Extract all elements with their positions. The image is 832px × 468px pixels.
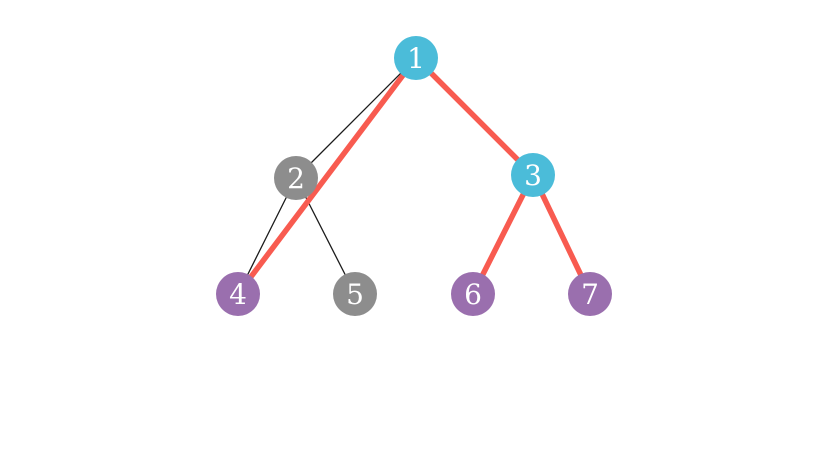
node-circle-7: [568, 272, 612, 316]
node-1: 1: [394, 36, 438, 80]
edge-1-4-highlight: [235, 55, 419, 297]
node-label-7: 7: [581, 278, 599, 311]
edge-3-6-highlight: [470, 172, 536, 297]
node-circle-5: [333, 272, 377, 316]
node-circle-1: [394, 36, 438, 80]
node-6: 6: [451, 272, 495, 316]
edge-1-2: [295, 57, 417, 179]
node-circle-2: [274, 156, 318, 200]
edge-1-3-highlight: [413, 55, 536, 178]
node-circle-6: [451, 272, 495, 316]
node-4: 4: [216, 272, 260, 316]
node-2: 2: [274, 156, 318, 200]
node-label-2: 2: [287, 162, 305, 195]
node-label-3: 3: [524, 159, 542, 192]
node-5: 5: [333, 272, 377, 316]
node-7: 7: [568, 272, 612, 316]
node-circle-4: [216, 272, 260, 316]
node-3: 3: [511, 153, 555, 197]
node-circle-3: [511, 153, 555, 197]
node-label-6: 6: [464, 278, 482, 311]
node-label-4: 4: [229, 278, 247, 311]
node-label-1: 1: [407, 42, 425, 75]
node-label-5: 5: [346, 278, 364, 311]
